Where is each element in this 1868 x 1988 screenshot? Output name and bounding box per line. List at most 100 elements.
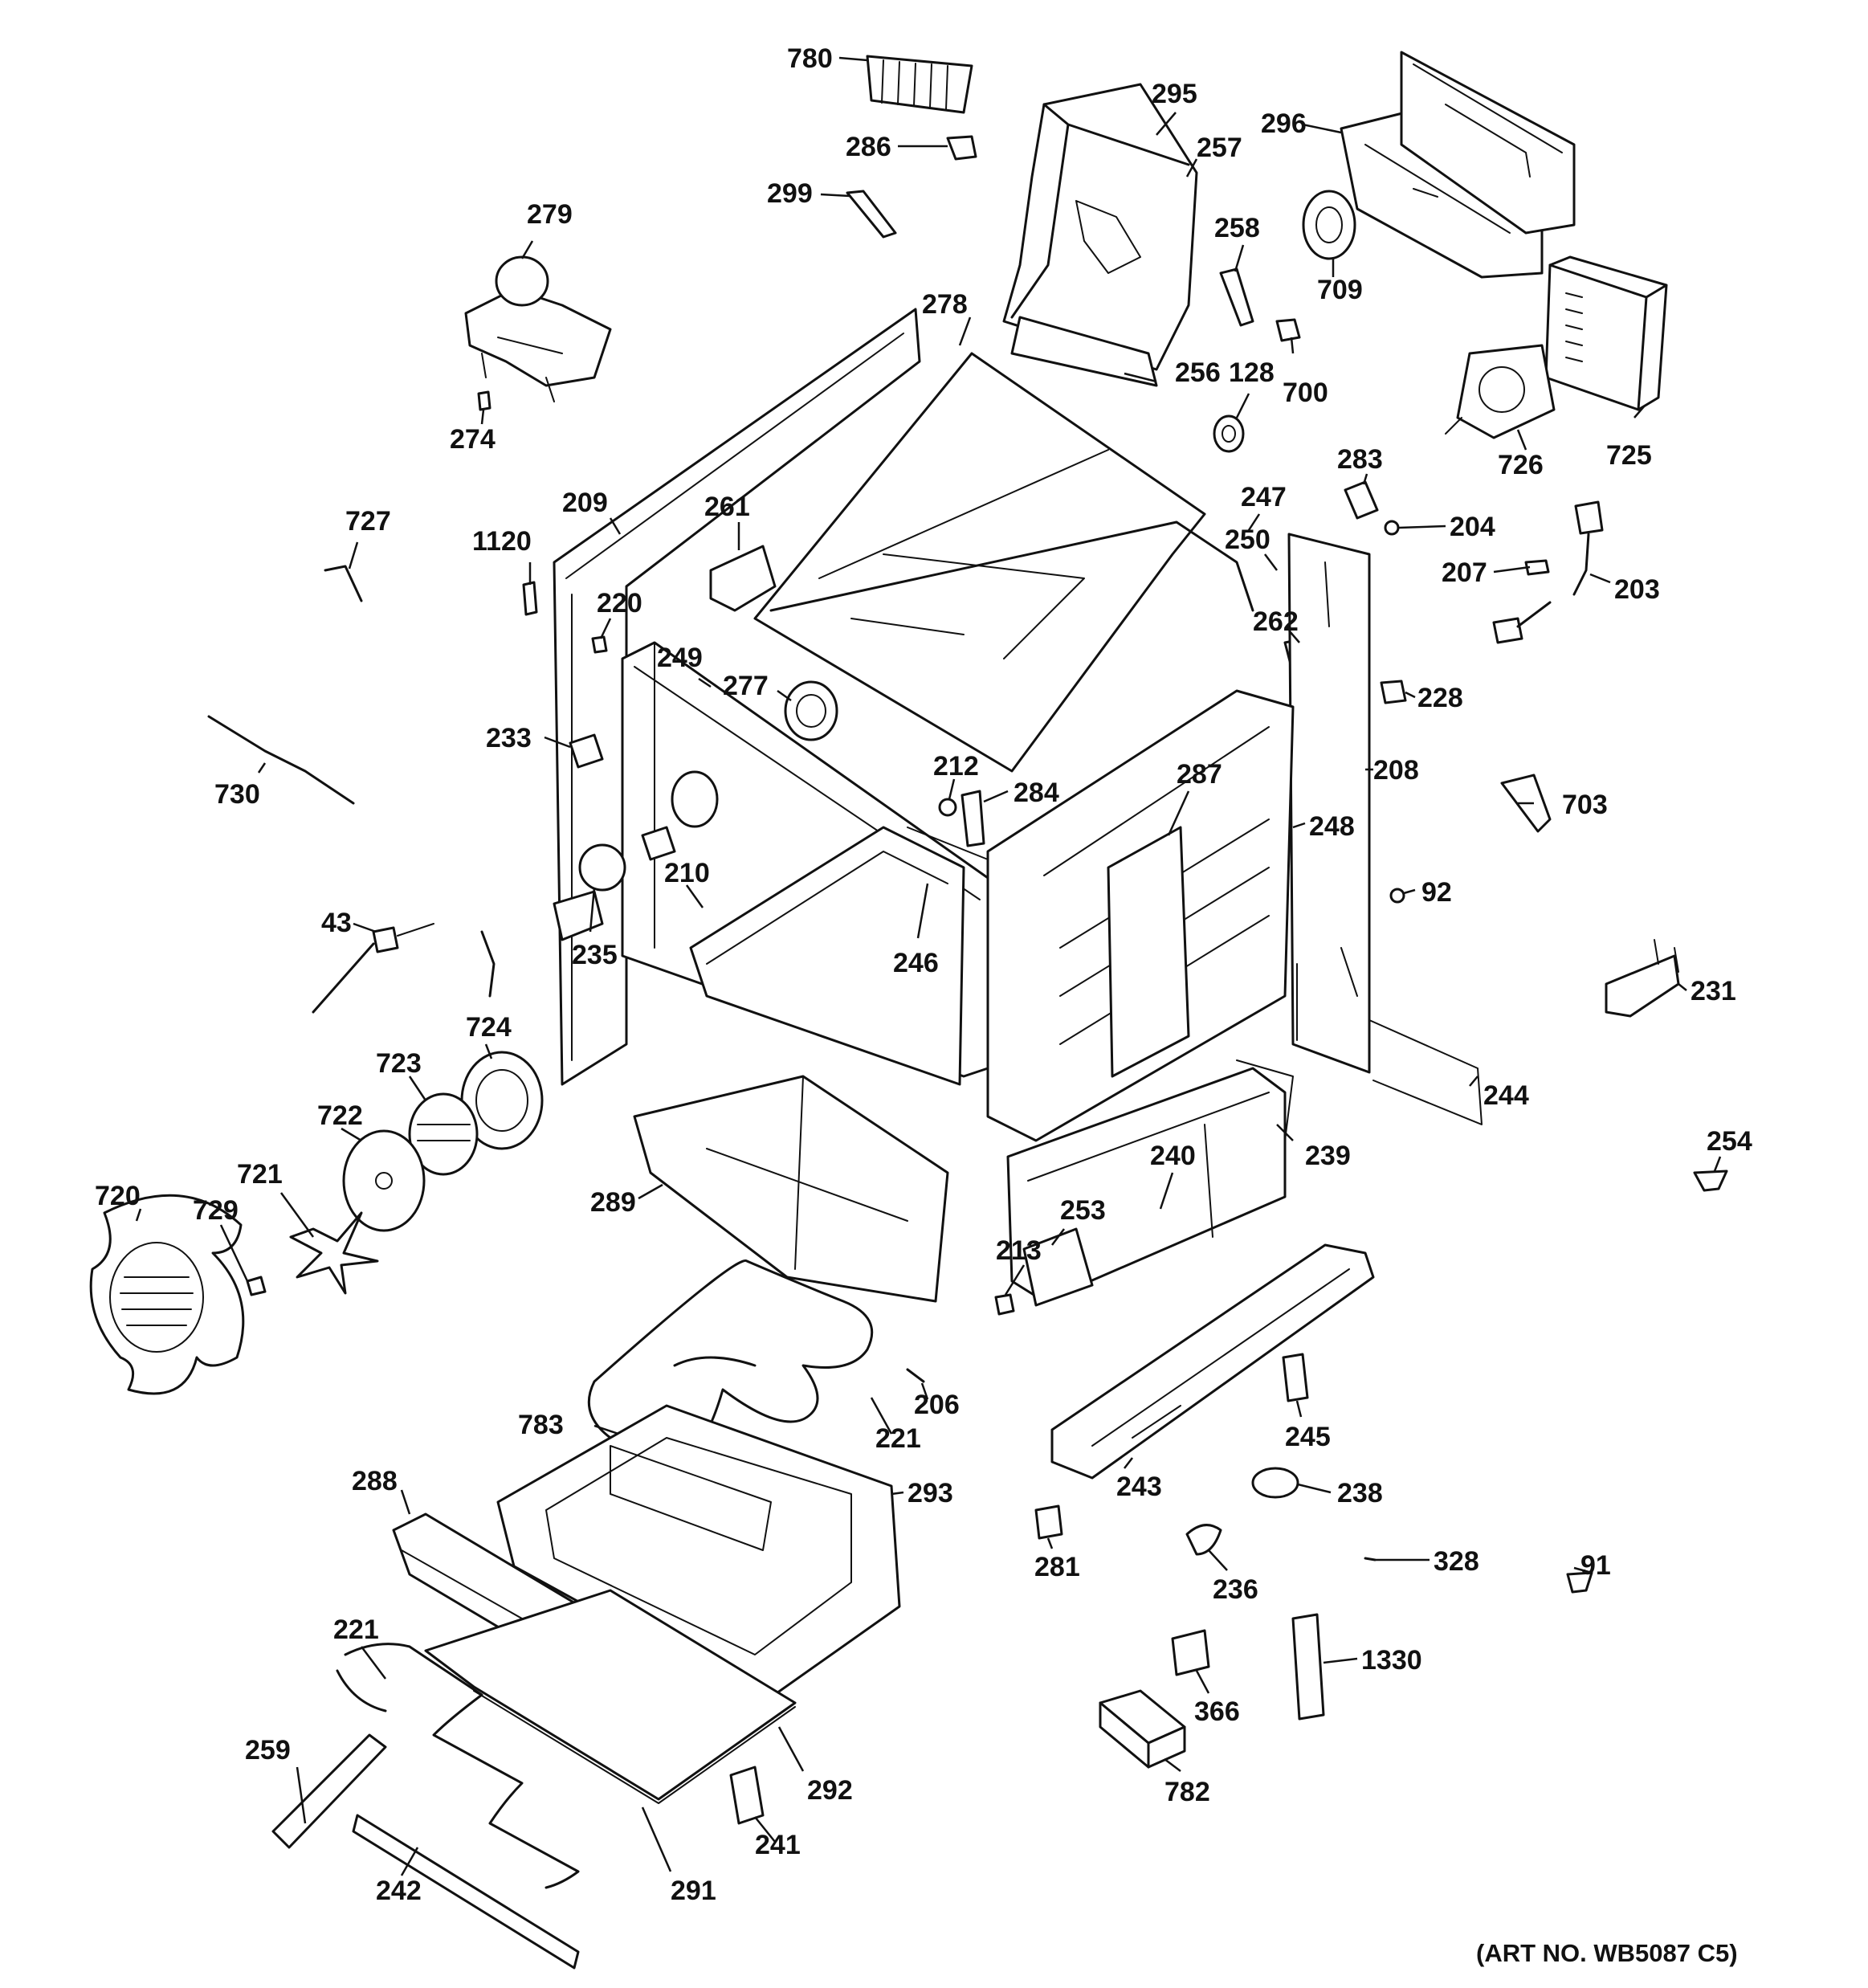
- part-274-screw: [477, 390, 491, 411]
- part-259-igniter: [271, 1733, 387, 1849]
- callout-250: 250: [1225, 525, 1270, 555]
- part-727-sensor: [324, 565, 363, 602]
- part-366-switch: [1171, 1629, 1210, 1676]
- callout-92: 92: [1421, 877, 1452, 908]
- part-1120-clip: [522, 581, 538, 616]
- callout-277: 277: [723, 671, 769, 701]
- callout-287: 287: [1177, 759, 1222, 790]
- part-244-rear-cover: [1368, 1019, 1483, 1125]
- part-284-bracket: [961, 790, 985, 847]
- callout-723: 723: [376, 1048, 422, 1079]
- callout-293: 293: [907, 1478, 953, 1508]
- part-283-clip: [1344, 480, 1379, 520]
- callout-288: 288: [352, 1466, 398, 1496]
- callout-1120: 1120: [472, 526, 532, 557]
- callout-720: 720: [95, 1181, 141, 1211]
- callout-279: 279: [527, 199, 573, 230]
- callout-727: 727: [345, 506, 391, 537]
- part-720-fan-baffle: [89, 1194, 245, 1395]
- part-730-sensor: [207, 715, 355, 805]
- part-700-clip: [1275, 318, 1301, 342]
- part-245-orifice: [1282, 1353, 1309, 1402]
- callout-291: 291: [671, 1876, 716, 1906]
- part-236-clip: [1185, 1524, 1222, 1556]
- part-780-vent-grille: [866, 55, 973, 114]
- callout-128: 128: [1229, 357, 1275, 388]
- callout-203: 203: [1614, 574, 1660, 605]
- callout-262: 262: [1253, 606, 1299, 637]
- callout-239: 239: [1305, 1141, 1351, 1171]
- part-281-clip: [1034, 1504, 1063, 1540]
- part-92-screw: [1389, 888, 1405, 904]
- part-279-thermostat-valve: [464, 255, 612, 402]
- part-296-rear-panel: [1340, 51, 1576, 279]
- part-722-fan-plate: [342, 1129, 426, 1232]
- callout-240: 240: [1150, 1141, 1196, 1171]
- part-91-plug: [1566, 1571, 1593, 1594]
- callout-783: 783: [518, 1410, 564, 1440]
- callout-247: 247: [1241, 482, 1287, 512]
- callout-281: 281: [1034, 1552, 1080, 1582]
- part-287-insulation: [1107, 826, 1190, 1078]
- part-247-top-frame: [769, 520, 1254, 612]
- part-726-motor: [1445, 344, 1556, 439]
- callout-213: 213: [996, 1235, 1042, 1266]
- callout-248: 248: [1309, 811, 1355, 842]
- callout-278: 278: [922, 289, 968, 320]
- callout-328: 328: [1434, 1546, 1479, 1577]
- part-289-broil-shield: [633, 1075, 949, 1303]
- callout-233: 233: [486, 723, 532, 753]
- part-277-grommet: [784, 680, 838, 741]
- callout-236: 236: [1213, 1574, 1258, 1605]
- callout-780: 780: [787, 43, 833, 74]
- callout-299: 299: [767, 178, 813, 209]
- part-210-oven-cavity: [689, 826, 965, 1086]
- callout-254: 254: [1707, 1126, 1752, 1157]
- part-299-bracket: [846, 190, 897, 239]
- callout-729: 729: [193, 1195, 239, 1226]
- part-709-gasket: [1302, 190, 1356, 260]
- callout-245: 245: [1285, 1422, 1331, 1452]
- callout-261: 261: [704, 492, 750, 522]
- callout-204: 204: [1450, 512, 1495, 542]
- callout-242: 242: [376, 1876, 422, 1906]
- part-206-screw: [906, 1368, 925, 1383]
- callout-283: 283: [1337, 444, 1383, 475]
- part-209-side-panel: [553, 308, 921, 1086]
- part-725-junction-box: [1544, 255, 1668, 411]
- part-241-rail: [729, 1766, 765, 1825]
- callout-209: 209: [562, 488, 608, 518]
- callout-274: 274: [450, 424, 496, 455]
- part-242-rail: [352, 1814, 580, 1970]
- part-782-cover: [1099, 1689, 1186, 1769]
- callout-221-upper: 221: [875, 1423, 921, 1454]
- part-286-clip: [946, 135, 977, 161]
- callout-244: 244: [1483, 1080, 1529, 1111]
- part-213-clip: [994, 1293, 1015, 1316]
- callout-221-lower: 221: [333, 1614, 379, 1645]
- callout-206: 206: [914, 1390, 960, 1420]
- part-295-257-flue-duct: [1002, 83, 1198, 371]
- callout-241: 241: [755, 1830, 801, 1860]
- callout-210: 210: [664, 858, 710, 888]
- part-43-probe: [312, 923, 434, 1014]
- part-729-nut: [246, 1276, 267, 1296]
- callout-228: 228: [1417, 683, 1463, 713]
- part-1330-bracket: [1291, 1613, 1325, 1721]
- callout-721: 721: [237, 1159, 283, 1190]
- callout-286: 286: [846, 132, 891, 162]
- part-204-screw: [1384, 520, 1400, 536]
- callout-243: 243: [1116, 1472, 1162, 1502]
- callout-212: 212: [933, 751, 979, 782]
- part-221-lower-broil-element: [336, 1643, 580, 1889]
- part-212-screw: [938, 798, 957, 817]
- part-328-screw: [1364, 1557, 1377, 1561]
- part-208-rear-rail: [1287, 533, 1371, 1074]
- leader-lines: [135, 56, 1722, 1876]
- callout-208: 208: [1373, 755, 1419, 786]
- callout-91: 91: [1580, 1550, 1611, 1581]
- callout-231: 231: [1691, 976, 1736, 1006]
- part-243-burner: [1050, 1243, 1375, 1480]
- callout-700: 700: [1283, 378, 1328, 408]
